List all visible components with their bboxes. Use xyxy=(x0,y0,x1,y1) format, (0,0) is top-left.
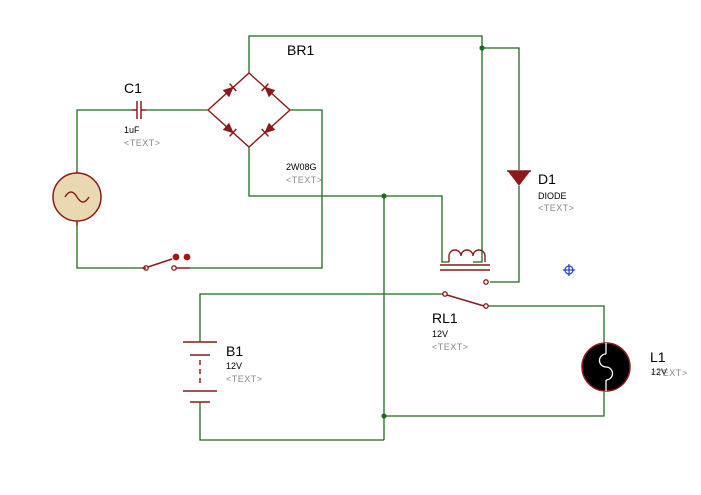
wires xyxy=(76,35,605,441)
junctions xyxy=(381,45,485,419)
b1-text-placeholder: <TEXT> xyxy=(226,374,263,384)
ac-source-icon[interactable] xyxy=(52,171,102,226)
capacitor-c1[interactable]: C1 1uF <TEXT> xyxy=(124,80,161,148)
wire-ac-top[interactable] xyxy=(76,109,132,171)
br1-ref-label: BR1 xyxy=(287,42,314,58)
wire-switch-bridge-right[interactable] xyxy=(190,109,323,269)
wire-ac-bottom[interactable] xyxy=(76,226,142,269)
junction-dot xyxy=(381,193,387,199)
switch-toggle-dot[interactable] xyxy=(172,253,180,261)
rl1-ref-label: RL1 xyxy=(432,310,458,326)
c1-value-label: 1uF xyxy=(124,125,140,135)
wire-bridge-top-out[interactable] xyxy=(248,35,483,263)
wire-common-lamp[interactable] xyxy=(384,392,605,417)
br1-value-label: 2W08G xyxy=(286,162,317,172)
battery-b1[interactable]: B1 12V <TEXT> xyxy=(183,341,263,403)
wire-bridge-bottom-out[interactable] xyxy=(248,147,449,263)
b1-ref-label: B1 xyxy=(226,343,243,359)
diode-d1[interactable]: D1 DIODE <TEXT> xyxy=(507,170,575,213)
lamp-l1[interactable]: L1 12V <TEXT> xyxy=(581,342,688,392)
crosshair-icon xyxy=(563,264,575,276)
l1-ref-label: L1 xyxy=(650,349,666,365)
wire-diode-cathode[interactable] xyxy=(490,186,520,283)
switch-toggle-dot[interactable] xyxy=(183,253,191,261)
l1-text-placeholder: <TEXT> xyxy=(651,368,688,378)
wire-relay-lamp[interactable] xyxy=(488,305,605,343)
wire-battery-top[interactable] xyxy=(199,293,443,342)
junction-dot xyxy=(381,413,387,419)
wire-diode-anode[interactable] xyxy=(482,47,520,170)
switch-sw[interactable] xyxy=(142,253,191,271)
bridge-rectifier-br1[interactable]: BR1 2W08G <TEXT> xyxy=(206,42,323,185)
rl1-text-placeholder: <TEXT> xyxy=(432,342,469,352)
b1-value-label: 12V xyxy=(226,361,242,371)
c1-text-placeholder: <TEXT> xyxy=(124,138,161,148)
d1-ref-label: D1 xyxy=(538,171,556,187)
rl1-value-label: 12V xyxy=(432,329,448,339)
d1-text-placeholder: <TEXT> xyxy=(538,203,575,213)
br1-text-placeholder: <TEXT> xyxy=(286,175,323,185)
l1-value-label: 12V xyxy=(651,367,667,377)
d1-value-label: DIODE xyxy=(538,191,567,201)
relay-rl1[interactable]: RL1 12V <TEXT> xyxy=(432,249,490,352)
wire-battery-bottom[interactable] xyxy=(199,402,384,441)
junction-dot xyxy=(479,45,485,51)
c1-ref-label: C1 xyxy=(124,80,142,96)
